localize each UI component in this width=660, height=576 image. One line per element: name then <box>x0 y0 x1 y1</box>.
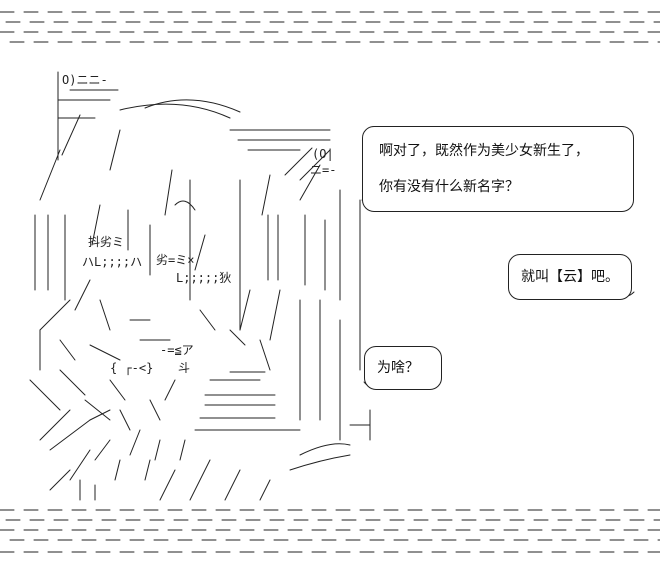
art-eye-left-bottom: ハL;;;;ハ <box>82 255 142 269</box>
speech-bubble-1: 啊对了，既然作为美少女新生了， 你有没有什么新名字？ <box>362 126 634 212</box>
art-brow: ニ=- <box>310 163 336 177</box>
character-hair <box>34 71 361 371</box>
speech-bubble-3: 为啥？ <box>364 346 442 390</box>
art-formula: -=≦ア <box>160 343 194 357</box>
art-eye-right-top: 劣=ミ× <box>156 253 194 267</box>
dialogue-line-2: 你有没有什么新名字？ <box>379 179 519 195</box>
top-border <box>0 11 660 43</box>
dialogue-line-3: 就叫【云】吧。 <box>521 269 619 285</box>
art-eye-left-top: 抖劣ミ <box>88 235 124 249</box>
character-face <box>39 279 341 441</box>
art-top-mark: O)ニニ- <box>62 73 108 87</box>
art-mouth: 斗 <box>178 361 190 375</box>
speech-bubble-2: 就叫【云】吧。 <box>508 254 632 300</box>
character-body <box>29 369 371 501</box>
dialogue-line-4: 为啥？ <box>377 360 419 376</box>
dialogue-line-1: 啊对了，既然作为美少女新生了， <box>379 143 589 159</box>
bottom-border <box>0 509 660 553</box>
art-hair-mark: (O| <box>312 147 334 161</box>
art-mouth-left: { ┌-<} <box>110 361 153 375</box>
art-eye-right-bottom: L;;;;;狄 <box>176 271 231 285</box>
